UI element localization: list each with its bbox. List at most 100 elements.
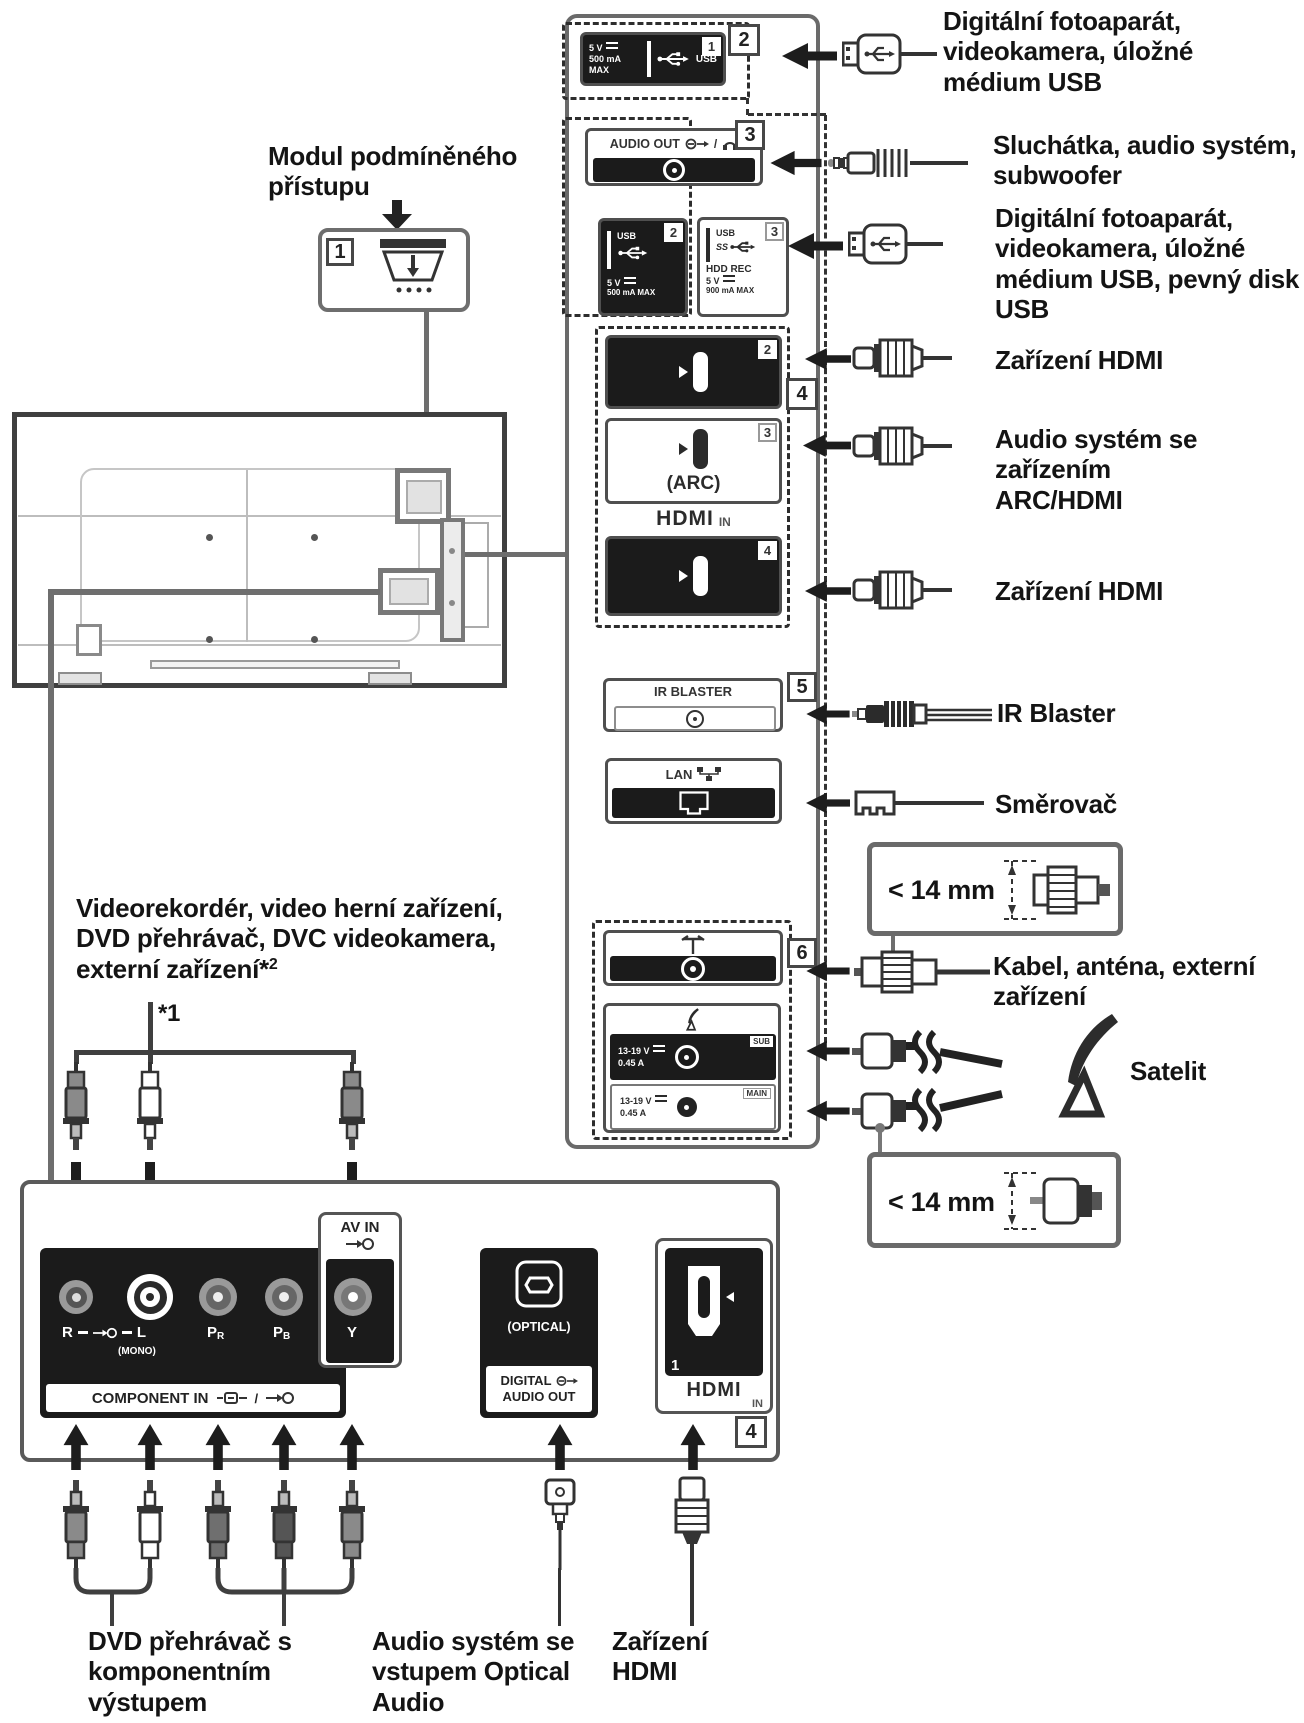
hdmi-plug-icon (852, 570, 952, 610)
f-connector-measure-icon (1004, 1172, 1102, 1230)
arc-label: (ARC) (666, 473, 721, 494)
hdmi1-logo-area: HDMI IN (686, 1379, 763, 1410)
cable-note-line (148, 1002, 153, 1054)
hdmi-plug-icon (852, 338, 952, 378)
jack-pr-label: PR (207, 1324, 225, 1342)
arrow-left-icon (806, 703, 850, 725)
avin-source-label: Videorekordér, video herní zařízení, DVD… (76, 893, 503, 984)
line-out-icon (685, 138, 709, 150)
arc-device-label: Audio systém se zařízením ARC/HDMI (995, 424, 1198, 515)
tv-rear-view (12, 412, 507, 688)
lan-jack-area (612, 788, 775, 818)
cam-module-label: Modul podmíněného přístupu (268, 141, 518, 202)
av-in-icon (266, 1392, 295, 1404)
dashed-connector-stub (746, 98, 749, 115)
hdmi1-port: 1 (665, 1248, 763, 1376)
size-note-label: < 14 mm (888, 1187, 995, 1217)
separator: / (713, 137, 718, 151)
rca-plug-icon (63, 1062, 89, 1150)
jack-pr (199, 1278, 237, 1316)
usb3-ss-label: SS (716, 242, 729, 252)
cable-descender (558, 1568, 561, 1626)
audio-out-badge: 3 (735, 120, 765, 150)
arrow-left-icon (803, 434, 851, 457)
size-note-link-line (878, 1132, 882, 1154)
lan-device-label: Směrovač (995, 789, 1117, 819)
size-note-box: < 14 mm (867, 842, 1123, 936)
cable-stub (351, 1050, 356, 1064)
cam-slot-icon (380, 239, 446, 293)
audio-out-jack-area (593, 158, 755, 182)
cable-descender (110, 1590, 114, 1626)
antenna-icon (681, 935, 705, 954)
rj45-socket-icon (678, 791, 709, 815)
line-out-icon (556, 1376, 578, 1386)
arrow-left-icon (770, 150, 822, 176)
component-in-strip: COMPONENT IN / (46, 1384, 340, 1412)
arrow-left-icon (782, 43, 837, 69)
dc-icon (654, 1095, 667, 1104)
antenna-sat-dashed-group (592, 920, 792, 1140)
audio-device-label: Sluchátka, audio systém, subwoofer (993, 130, 1297, 191)
rca-plug-icon (339, 1480, 365, 1570)
side-panel-outline (463, 522, 489, 628)
arrow-up-icon (137, 1424, 163, 1470)
ir-blaster-label: IR BLASTER (654, 684, 732, 699)
side-panel-screw (449, 600, 455, 606)
component-device-label: DVD přehrávač s komponentním výstupem (88, 1626, 292, 1717)
antenna-device-label: Kabel, anténa, externí zařízení (993, 951, 1256, 1012)
dashed-connector-line (748, 113, 826, 116)
hdmi1-block: 1 HDMI IN (655, 1238, 773, 1414)
antenna-jack-area (610, 956, 776, 981)
mount-hole (206, 534, 213, 541)
hdmi-group-badge: 4 (786, 378, 818, 410)
jack-r (59, 1280, 93, 1314)
usb-trident-icon (618, 246, 648, 260)
jack-pb-label: PB (273, 1324, 291, 1342)
usb3-port: 3 USB SS HDD REC 5 V 900 mA MAX (697, 217, 789, 317)
cable-bracket (74, 1050, 356, 1055)
coax-connector-icon (854, 950, 990, 994)
component-out-icon (216, 1392, 247, 1404)
usb1-dashed-group (562, 22, 750, 100)
rca-plug-icon (137, 1480, 163, 1570)
hdmi1-group-badge: 4 (735, 1416, 767, 1448)
cable-route-horizontal (48, 589, 380, 595)
bottom-panel-inner (389, 578, 429, 605)
ir-jack-area (614, 706, 776, 731)
audio-out-label: AUDIO OUT (609, 137, 680, 151)
jack-r-label: R (62, 1324, 73, 1341)
tv-bottom-seam (18, 644, 501, 646)
arrow-left-icon (805, 580, 851, 602)
mount-hole (311, 636, 318, 643)
dc-icon (605, 42, 618, 51)
tv-foot-left (58, 672, 102, 685)
hdmi-in-label: IN (718, 515, 731, 529)
sat-main-row: 13-19 V 0.45 A MAIN (610, 1084, 776, 1130)
dc-icon (652, 1045, 665, 1054)
usb1-power-label: 5 V 500 mA MAX (589, 42, 621, 75)
lan-plug-icon (854, 790, 984, 816)
hdmi-socket-icon (688, 1266, 734, 1336)
hdmi4-port: 4 (605, 536, 782, 616)
hdmi-plug-icon (852, 426, 952, 466)
arrow-left-icon (806, 960, 850, 982)
size-note-link-line (891, 936, 895, 954)
hdmi-dashed-group (595, 326, 790, 628)
tv-panel-seam (80, 468, 420, 642)
jack-l-label: L (136, 1324, 147, 1341)
rca-plug-icon (137, 1062, 163, 1150)
digital-audio-out-strip: DIGITAL AUDIO OUT (486, 1366, 592, 1412)
mount-hole (206, 636, 213, 643)
tv-detail-box (76, 624, 102, 656)
dc-icon (623, 277, 636, 286)
arrow-left-icon (806, 1100, 850, 1122)
hdmi1-device-label: Zařízení HDMI (612, 1626, 708, 1687)
jack-y (334, 1278, 372, 1316)
mono-label: (MONO) (118, 1346, 156, 1357)
hdmi2-device-label: Zařízení HDMI (995, 345, 1164, 375)
antenna-port (603, 930, 783, 986)
hdmi-plug-icon (674, 1476, 710, 1570)
tv-stand-bar (150, 660, 400, 669)
hdmi4-device-label: Zařízení HDMI (995, 576, 1164, 606)
